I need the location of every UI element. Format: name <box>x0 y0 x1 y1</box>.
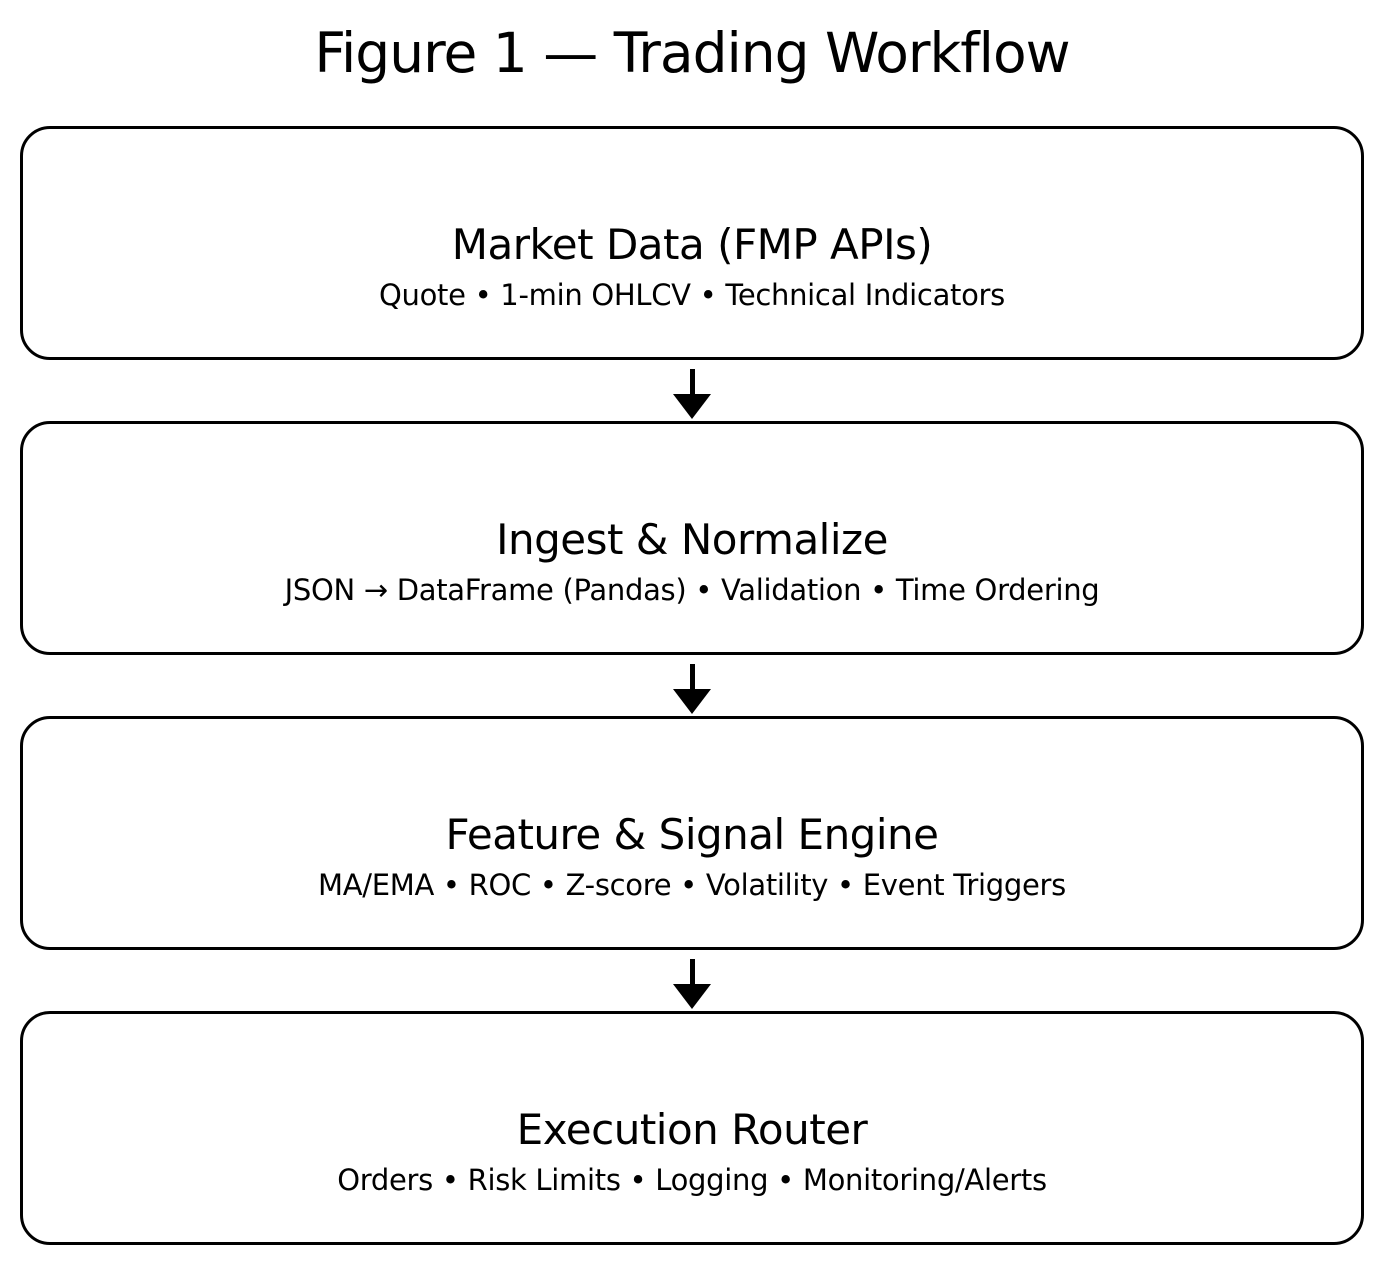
flow-node-execution-router: Execution Router Orders • Risk Limits • … <box>20 1011 1364 1245</box>
arrow-stem <box>689 663 695 690</box>
node-heading-ingest-normalize: Ingest & Normalize <box>496 515 888 564</box>
flow-node-market-data: Market Data (FMP APIs) Quote • 1-min OHL… <box>20 126 1364 360</box>
arrow-head <box>673 688 711 714</box>
figure-title: Figure 1 — Trading Workflow <box>314 21 1070 85</box>
flow-node-feature-signal-engine: Feature & Signal Engine MA/EMA • ROC • Z… <box>20 716 1364 950</box>
arrow-head <box>673 983 711 1009</box>
node-details-ingest-normalize: JSON → DataFrame (Pandas) • Validation •… <box>284 573 1100 607</box>
arrow-stem <box>689 958 695 985</box>
node-heading-feature-signal-engine: Feature & Signal Engine <box>445 810 939 859</box>
node-details-execution-router: Orders • Risk Limits • Logging • Monitor… <box>337 1163 1047 1197</box>
node-details-market-data: Quote • 1-min OHLCV • Technical Indicato… <box>379 278 1005 312</box>
arrow-down-icon <box>673 360 711 421</box>
flow-node-ingest-normalize: Ingest & Normalize JSON → DataFrame (Pan… <box>20 421 1364 655</box>
arrow-stem <box>689 368 695 395</box>
node-heading-market-data: Market Data (FMP APIs) <box>451 220 933 269</box>
trading-workflow-diagram: Market Data (FMP APIs) Quote • 1-min OHL… <box>20 126 1364 1245</box>
arrow-head <box>673 393 711 419</box>
arrow-down-icon <box>673 950 711 1011</box>
arrow-down-icon <box>673 655 711 716</box>
node-details-feature-signal-engine: MA/EMA • ROC • Z-score • Volatility • Ev… <box>317 868 1066 902</box>
node-heading-execution-router: Execution Router <box>516 1105 868 1154</box>
